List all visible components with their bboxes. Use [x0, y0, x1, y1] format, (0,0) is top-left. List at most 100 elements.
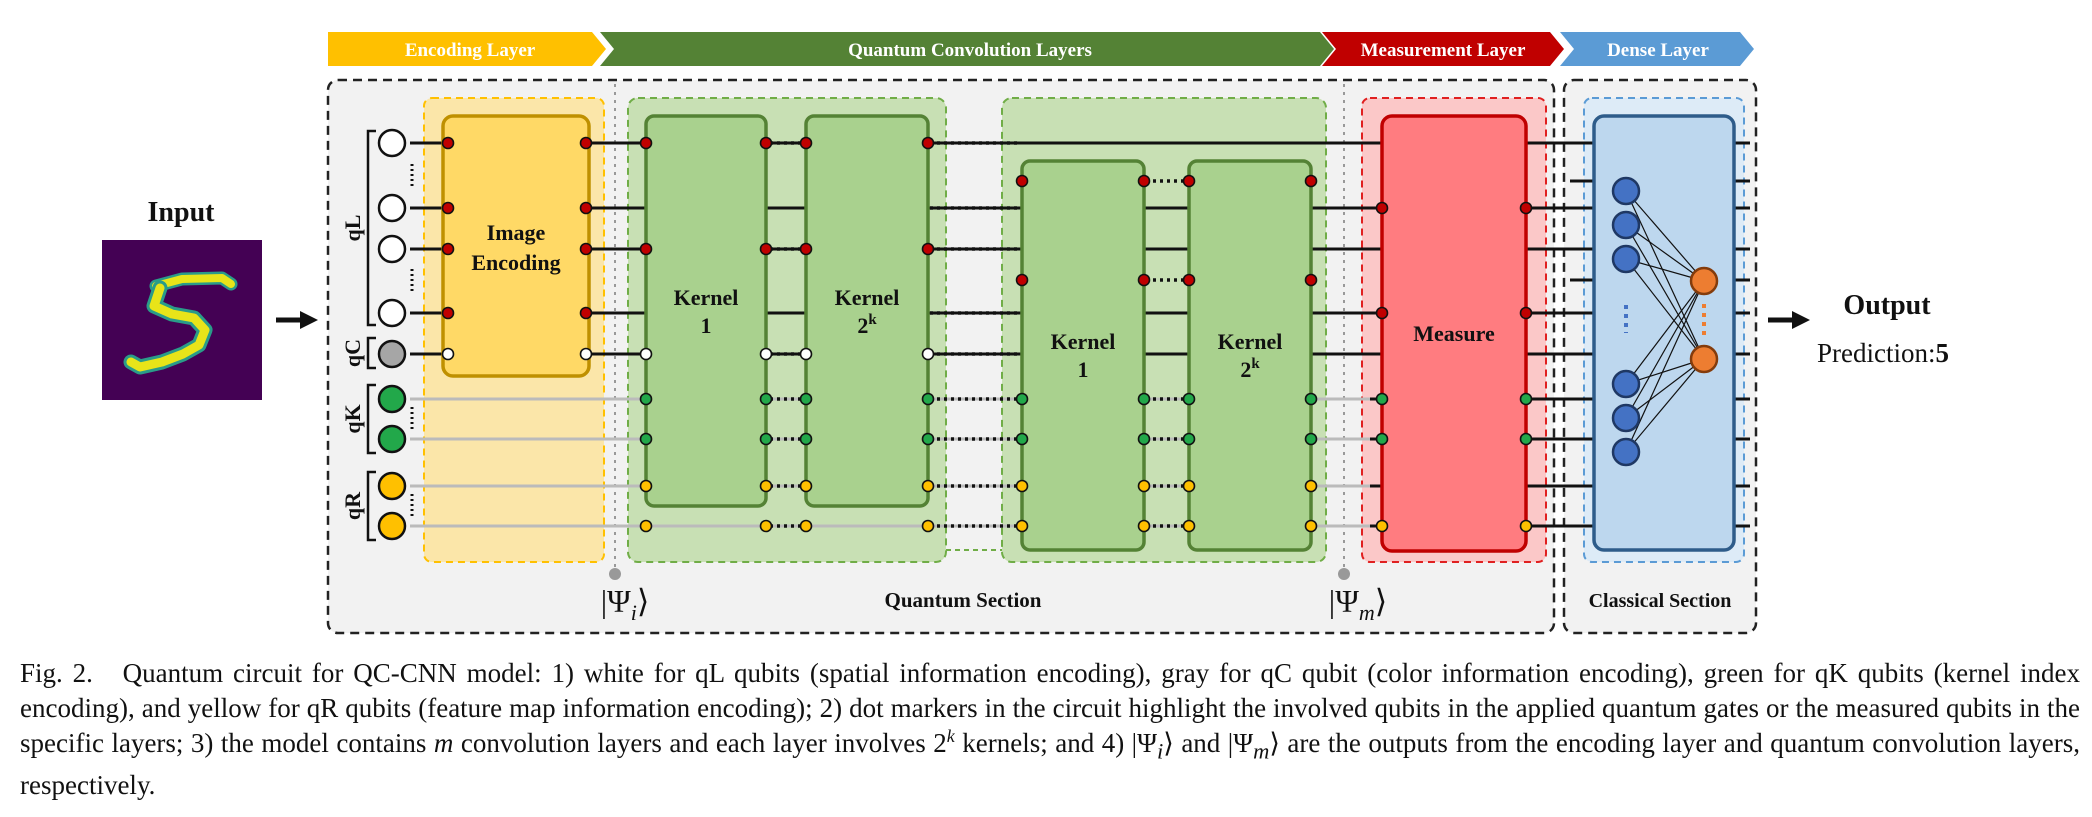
- nn-input-node: [1611, 244, 1641, 274]
- nn-edge: [1625, 224, 1705, 282]
- gate-marker-dot: [441, 242, 455, 256]
- qubit-qL-circle: [377, 234, 407, 264]
- nn-edge: [1625, 358, 1705, 419]
- caption-k-exp: k: [946, 726, 955, 746]
- gate-marker-dot: [759, 392, 773, 406]
- output-arrow: [1768, 311, 1810, 329]
- gate-marker-dot: [1519, 519, 1533, 533]
- gate-marker-dot: [1137, 273, 1151, 287]
- nn-input-node: [1611, 176, 1641, 206]
- qubit-qR-circle: [377, 511, 407, 541]
- gate-marker-dot: [1304, 174, 1318, 188]
- psi-m-sub: m: [1359, 600, 1375, 625]
- psi-i-base: |Ψ: [601, 583, 631, 619]
- layer-banner: Encoding Layer Quantum Convolution Layer…: [328, 32, 1754, 66]
- dense-network: [1611, 176, 1719, 467]
- gate-marker-dot: [759, 347, 773, 361]
- gate-marker-dot: [1304, 392, 1318, 406]
- gate-marker-dot: [1015, 519, 1029, 533]
- qubit-qR-circle: [377, 471, 407, 501]
- gate-marker-dot: [639, 242, 653, 256]
- qubit-qL-circle: [377, 298, 407, 328]
- gate-marker-dot: [1375, 201, 1389, 215]
- psi-i-label: |Ψi⟩: [601, 583, 650, 625]
- measure-block-label: Measure: [1413, 321, 1495, 346]
- gate-marker-dot: [1137, 479, 1151, 493]
- nn-edge: [1625, 280, 1705, 419]
- nn-edge: [1625, 190, 1705, 360]
- qubit-qC-circle: [377, 339, 407, 369]
- gate-marker-dot: [1375, 432, 1389, 446]
- caption-text-1: Quantum circuit for QC-CNN model: 1) whi…: [20, 658, 2080, 758]
- nn-edge: [1625, 224, 1705, 360]
- gate-marker-dot: [1137, 174, 1151, 188]
- banner-conv: [600, 32, 1334, 66]
- gate-marker-dot: [799, 392, 813, 406]
- gate-marker-dot: [1015, 479, 1029, 493]
- kernel-2k-index: 2k: [857, 312, 877, 338]
- figure-caption: Fig. 2. Quantum circuit for QC-CNN model…: [20, 656, 2080, 803]
- gate-marker-dot: [1182, 392, 1196, 406]
- gate-marker-dot: [1182, 273, 1196, 287]
- qubit-group-brace: [366, 383, 376, 455]
- gate-marker-dot: [921, 519, 935, 533]
- kernel-2k-exp: k: [868, 312, 877, 328]
- qubit-qL-circle: [377, 128, 407, 158]
- gate-marker-dot: [799, 136, 813, 150]
- gate-marker-dot: [441, 136, 455, 150]
- gate-marker-dot: [639, 136, 653, 150]
- caption-text-4: ⟩ and |Ψ: [1163, 728, 1254, 758]
- gate-marker-dot: [1375, 392, 1389, 406]
- gate-marker-dot: [1182, 479, 1196, 493]
- measure-block: [1380, 114, 1528, 553]
- gate-marker-dot: [1519, 306, 1533, 320]
- gate-marker-dot: [579, 306, 593, 320]
- gate-marker-dot: [639, 347, 653, 361]
- quantum-section-label: Quantum Section: [885, 588, 1042, 612]
- kernel-1-block: [644, 114, 768, 508]
- gate-marker-dot: [1519, 201, 1533, 215]
- banner-dense-label: Dense Layer: [1607, 40, 1709, 61]
- caption-fig-label: Fig. 2.: [20, 658, 93, 688]
- kernel-2k-label: Kernel: [835, 285, 900, 310]
- gate-marker-dot: [579, 201, 593, 215]
- gate-marker-dot: [1304, 273, 1318, 287]
- gate-marker-dot: [1375, 519, 1389, 533]
- kernel-2k-block: [804, 114, 930, 508]
- caption-text-2: convolution layers and each layer involv…: [453, 728, 947, 758]
- kernel-2k-m-block: [1187, 159, 1313, 552]
- caption-text-3: kernels; and 4) |Ψ: [954, 728, 1158, 758]
- caption-m-sub: m: [1253, 738, 1270, 764]
- qubit-group-label-qR: qR: [340, 491, 365, 520]
- nn-output-node: [1689, 266, 1719, 296]
- gate-marker-dot: [441, 306, 455, 320]
- nn-input-node: [1611, 210, 1641, 240]
- nn-output-node: [1689, 344, 1719, 374]
- caption-m-var: m: [433, 728, 454, 758]
- gate-markers: [441, 136, 1533, 533]
- banner-encoding-label: Encoding Layer: [405, 40, 536, 61]
- nn-edge: [1625, 280, 1705, 385]
- nn-input-node: [1611, 437, 1641, 467]
- gate-marker-dot: [1137, 519, 1151, 533]
- classical-section-label: Classical Section: [1589, 590, 1732, 612]
- banner-encoding: [328, 32, 606, 66]
- gate-marker-dot: [1137, 392, 1151, 406]
- gate-marker-dot: [1304, 519, 1318, 533]
- nn-edge: [1625, 190, 1705, 282]
- psi-i-close: ⟩: [637, 583, 649, 619]
- gate-marker-dot: [921, 479, 935, 493]
- output-prediction-value: 5: [1935, 338, 1949, 368]
- encoding-block-label-1: Image: [487, 220, 546, 245]
- nn-edge: [1625, 358, 1705, 453]
- gate-marker-dot: [639, 479, 653, 493]
- qubit-qK-circle: [377, 424, 407, 454]
- encoding-block: [441, 114, 591, 378]
- gate-marker-dot: [639, 392, 653, 406]
- kernel-1-index: 1: [701, 313, 712, 338]
- kernel-2k-m-label: Kernel: [1218, 329, 1283, 354]
- nn-edge: [1625, 258, 1705, 360]
- banner-conv-label: Quantum Convolution Layers: [848, 40, 1092, 61]
- qubit-qK-circle: [377, 384, 407, 414]
- psi-m-marker-dot: [1338, 568, 1350, 580]
